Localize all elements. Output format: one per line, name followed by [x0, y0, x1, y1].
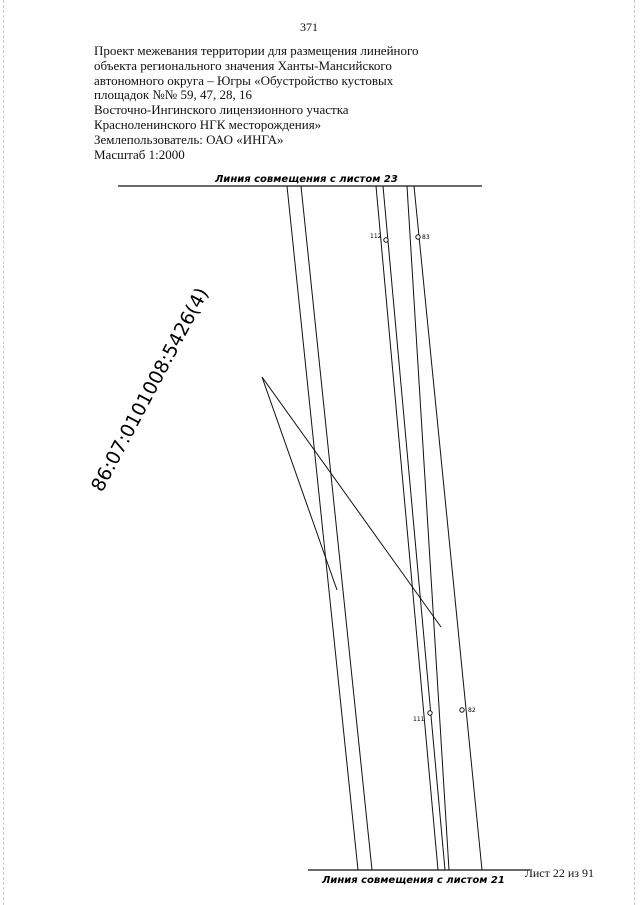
- cadastral-number: 86:07:0101008:5426(4): [87, 284, 213, 495]
- header-line: Восточно-Ингинского лицензионного участк…: [94, 102, 349, 118]
- point-label-111: 111: [413, 716, 425, 723]
- corridor-line: [375, 185, 439, 871]
- top-match-label: Линия совмещения с листом 23: [214, 174, 398, 185]
- corridor-lines: [286, 185, 483, 871]
- header-line: площадок №№ 59, 47, 28, 16: [94, 87, 252, 103]
- boundary-point-82: [459, 707, 465, 713]
- corridor-line: [286, 185, 359, 871]
- point-label-83: 83: [422, 234, 430, 241]
- corridor-line: [406, 185, 450, 871]
- sheet-counter: Лист 22 из 91: [524, 866, 594, 880]
- header-line: Красноленинского НГК месторождения»: [94, 116, 322, 132]
- header-line: Проект межевания территории для размещен…: [94, 43, 419, 58]
- point-label-112: 112: [370, 233, 382, 240]
- land-user-line: Землепользователь: ОАО «ИНГА»: [94, 131, 284, 147]
- header-line: автономного округа – Югры «Обустройство …: [94, 72, 394, 88]
- boundary-point-83: [415, 234, 421, 240]
- point-label-82: 82: [468, 707, 476, 714]
- page-number: 371: [300, 20, 318, 34]
- scan-edge-left: [3, 0, 5, 905]
- leader-lines: [261, 376, 442, 628]
- boundary-point-112: [383, 237, 389, 243]
- boundary-points: 112 83 111 82: [370, 233, 476, 723]
- scale-line: Масштаб 1:2000: [94, 146, 185, 162]
- boundary-point-111: [427, 710, 433, 716]
- corridor-line: [300, 185, 373, 871]
- header-line: объекта регионального значения Ханты-Ман…: [94, 57, 392, 73]
- corridor-line: [413, 185, 483, 871]
- bottom-match-label: Линия совмещения с листом 21: [321, 875, 505, 886]
- leader-line: [261, 376, 442, 628]
- project-header: Проект межевания территории для размещен…: [94, 43, 434, 162]
- corridor-line: [382, 185, 446, 871]
- leader-line: [261, 376, 338, 591]
- scan-edge-right: [634, 0, 636, 905]
